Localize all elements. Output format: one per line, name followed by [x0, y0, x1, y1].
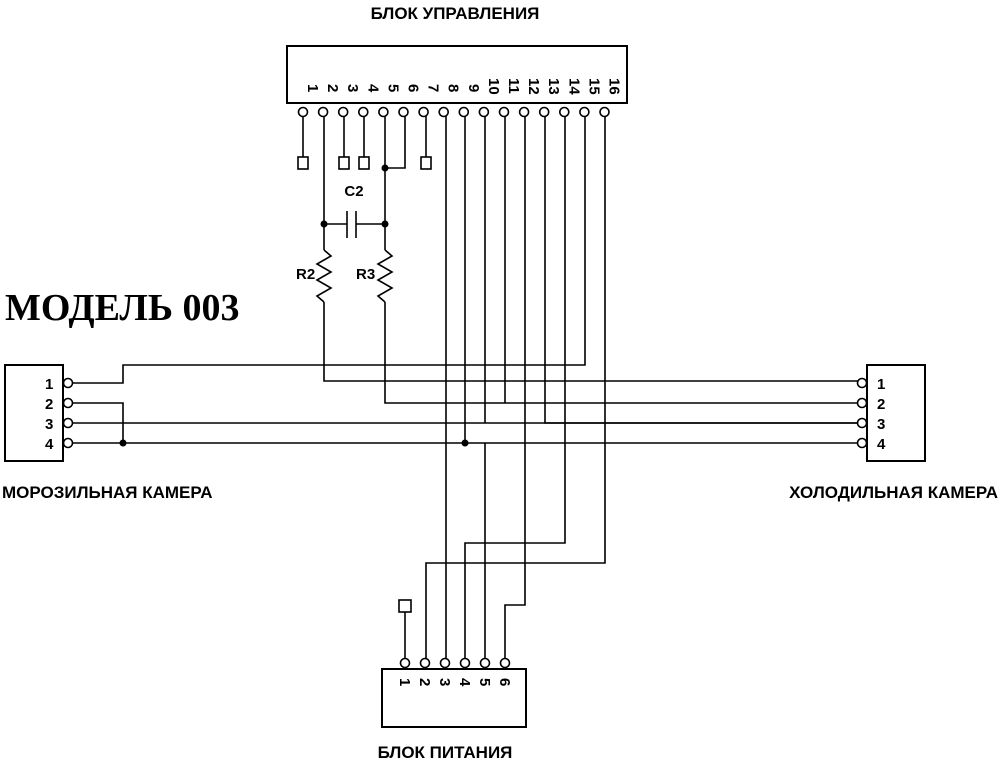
freezer-pin-label: 4 [45, 436, 54, 453]
control-unit-terminal [438, 106, 450, 118]
power-unit-pin-label: 3 [436, 678, 453, 686]
resistor-r2-label: R2 [296, 266, 315, 283]
fridge-box [866, 364, 926, 462]
power-unit-terminal [499, 657, 511, 669]
power-unit-pin-label: 4 [456, 678, 473, 687]
power-unit-pin-label: 6 [496, 678, 513, 686]
freezer-pin-label: 3 [45, 416, 53, 433]
power-unit-pin-label: 1 [396, 678, 413, 686]
freezer-pin-label: 2 [45, 396, 53, 413]
control-unit-terminal [478, 106, 490, 118]
control-unit-terminals [297, 106, 610, 118]
control-unit-pin-label: 6 [405, 84, 422, 92]
fridge-pin-label: 4 [877, 436, 886, 453]
power-unit-title: БЛОК ПИТАНИЯ [378, 743, 513, 762]
freezer-pin-label: 1 [45, 376, 53, 393]
control-unit-pin-label: 9 [465, 84, 482, 92]
capacitor-label: C2 [344, 183, 363, 200]
freezer-terminals [62, 377, 74, 449]
control-unit-pin-label: 16 [606, 78, 623, 95]
control-unit-terminal [337, 106, 349, 118]
model-title: МОДЕЛЬ 003 [5, 287, 239, 329]
control-unit-pin-label: 7 [425, 84, 442, 92]
control-unit-terminal [498, 106, 510, 118]
power-unit-terminal [439, 657, 451, 669]
control-unit-terminal [599, 106, 610, 118]
fridge-pin-label: 3 [877, 416, 885, 433]
control-unit-terminal [418, 106, 429, 118]
freezer-pin-labels: 1 2 3 4 [45, 376, 54, 453]
control-unit-pin-label: 10 [485, 78, 502, 95]
control-unit-terminal [518, 106, 530, 118]
control-unit-terminal [558, 106, 570, 118]
resistor-r3-label: R3 [356, 266, 375, 283]
control-unit-terminal [317, 106, 329, 118]
control-unit-pin-label: 4 [364, 84, 381, 93]
control-unit-pin-label: 3 [344, 84, 361, 92]
control-unit-terminal [357, 106, 369, 118]
control-unit-box [286, 45, 628, 104]
control-unit-terminal [579, 106, 590, 118]
control-unit-pin-label: 13 [545, 78, 562, 95]
fridge-title: ХОЛОДИЛЬНАЯ КАМЕРА [789, 483, 998, 502]
fridge-pin-labels: 1 2 3 4 [877, 376, 886, 453]
control-unit-terminal [398, 106, 409, 118]
power-unit-terminal [459, 657, 471, 669]
power-unit-pin-label: 5 [476, 678, 493, 686]
control-unit-terminal [538, 106, 550, 118]
control-unit-terminal [378, 106, 389, 118]
control-unit-pin-label: 15 [585, 78, 602, 95]
wires [71, 116, 864, 663]
fridge-pin-label: 2 [877, 396, 885, 413]
control-unit-pin-label: 8 [445, 84, 462, 92]
control-unit-pin-label: 12 [525, 78, 542, 95]
stub-terminals [297, 156, 432, 613]
power-unit-terminals [399, 657, 511, 669]
freezer-title: МОРОЗИЛЬНАЯ КАМЕРА [2, 483, 213, 502]
junction-dots [119, 164, 469, 447]
control-unit-terminal [297, 106, 309, 118]
control-unit-pin-label: 5 [384, 84, 401, 92]
fridge-terminals [856, 377, 868, 449]
power-unit-terminal [399, 657, 411, 669]
control-unit-pin-label: 14 [565, 78, 582, 95]
control-unit-pin-label: 11 [505, 78, 522, 94]
power-unit-box [381, 668, 527, 728]
freezer-box [4, 364, 64, 462]
fridge-pin-label: 1 [877, 376, 885, 393]
power-unit-pin-label: 2 [416, 678, 433, 686]
control-unit-pin-label: 1 [304, 84, 321, 92]
power-unit-terminal [419, 657, 431, 669]
control-unit-title: БЛОК УПРАВЛЕНИЯ [371, 4, 540, 23]
control-unit-terminal [458, 106, 470, 118]
control-unit-pin-label: 2 [324, 84, 341, 92]
power-unit-terminal [479, 657, 491, 669]
